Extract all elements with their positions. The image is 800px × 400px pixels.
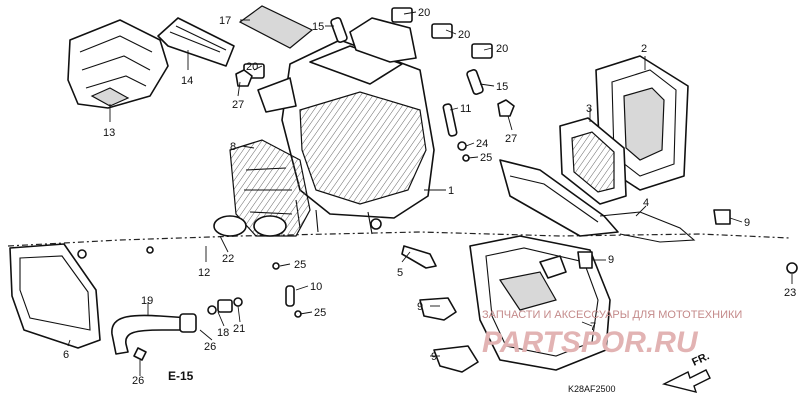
callout-20: 20 xyxy=(496,43,508,55)
callout-13: 13 xyxy=(103,127,115,139)
diagram-code: K28AF2500 xyxy=(568,384,616,394)
seal-plate-part-17 xyxy=(238,5,314,49)
watermark: ЗАПЧАСТИ И АКСЕССУАРЫ ДЛЯ МОТОТЕХНИКИ PA… xyxy=(482,309,742,359)
filter-frame-part-3 xyxy=(559,117,627,205)
callout-12: 12 xyxy=(198,267,210,279)
callout-9: 9 xyxy=(608,254,614,266)
callout-27: 27 xyxy=(505,133,517,145)
callout-6: 6 xyxy=(63,349,69,361)
case-cover-part-4 xyxy=(499,159,696,243)
callout-11: 11 xyxy=(460,103,471,115)
resonator-part-7 xyxy=(469,235,611,371)
callout-9: 9 xyxy=(431,351,437,363)
section-reference: E-15 xyxy=(168,369,194,383)
arrow-icon xyxy=(661,369,711,393)
callout-25: 25 xyxy=(314,307,326,319)
callout-labels: 17 15 20 20 20 2 14 20 27 13 11 15 3 27 … xyxy=(63,7,796,387)
callout-9: 9 xyxy=(744,217,750,229)
callout-24: 24 xyxy=(476,138,488,150)
leader-lines xyxy=(67,11,793,376)
callout-27: 27 xyxy=(232,99,244,111)
callout-8: 8 xyxy=(230,141,236,153)
cover-part-6 xyxy=(9,243,101,349)
watermark-logo: PARTSPOR.RU xyxy=(482,326,699,359)
callout-20: 20 xyxy=(458,29,470,41)
cutaway-line xyxy=(7,231,791,247)
callout-3: 3 xyxy=(586,103,592,115)
callout-15: 15 xyxy=(496,81,508,93)
callout-25: 25 xyxy=(480,152,492,164)
callout-10: 10 xyxy=(310,281,322,293)
watermark-caption: ЗАПЧАСТИ И АКСЕССУАРЫ ДЛЯ МОТОТЕХНИКИ xyxy=(482,309,742,321)
callout-14: 14 xyxy=(181,75,193,87)
callout-15: 15 xyxy=(312,21,324,33)
duct-cover-part-14 xyxy=(157,17,235,67)
callout-7: 7 xyxy=(590,321,596,333)
drain-tube-part-19 xyxy=(111,297,243,361)
hardware-group xyxy=(77,7,798,373)
callout-18: 18 xyxy=(217,327,229,339)
callout-22: 22 xyxy=(222,253,234,265)
callout-20: 20 xyxy=(418,7,430,19)
duct-gasket-part-8 xyxy=(213,139,311,237)
callout-25: 25 xyxy=(294,259,306,271)
callout-21: 21 xyxy=(233,323,245,335)
callout-5: 5 xyxy=(397,267,403,279)
callout-17: 17 xyxy=(219,15,231,27)
callout-9: 9 xyxy=(417,301,423,313)
callout-19: 19 xyxy=(141,295,153,307)
intake-duct-part-13 xyxy=(67,19,169,109)
callout-26: 26 xyxy=(204,341,216,353)
callout-23: 23 xyxy=(784,287,796,299)
air-cleaner-case-part-1 xyxy=(257,17,435,235)
callout-26: 26 xyxy=(132,375,144,387)
callout-1: 1 xyxy=(448,185,454,197)
callout-2: 2 xyxy=(641,43,647,55)
callout-20: 20 xyxy=(246,61,258,73)
callout-4: 4 xyxy=(643,197,649,209)
